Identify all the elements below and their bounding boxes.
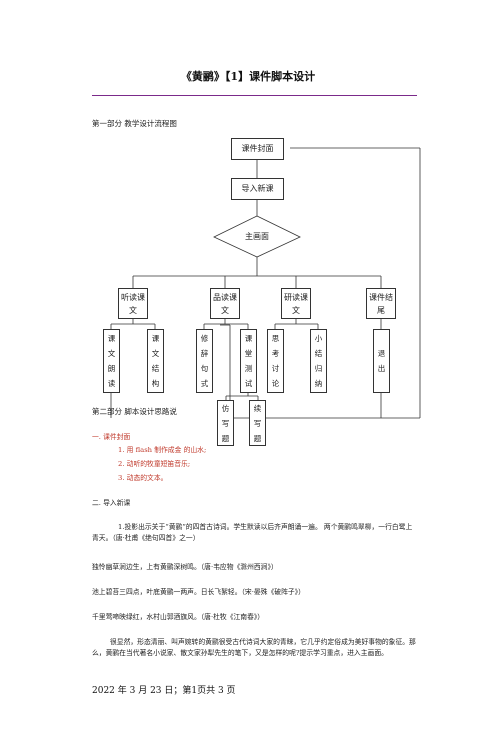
page-footer: 2022 年 3 月 23 日；第1页共 3 页 (92, 686, 236, 696)
sec2-paragraph-3: 池上碧苔三四点，叶底黄鹂一两声。日长飞絮轻。（宋·晏殊《破阵子》） (92, 588, 305, 596)
flow-sub-test: 课堂测试 (240, 329, 257, 393)
flow-branch-listen: 听读课文 (118, 288, 148, 319)
sec2-heading: 二. 导入新课 (92, 499, 131, 507)
flow-intro-box: 导入新课 (231, 178, 284, 200)
part1-heading: 第一部分 教学设计流程图 (92, 119, 177, 128)
flow-branch-study: 研读课文 (281, 288, 311, 319)
flow-sub-rhetoric: 修辞句式 (196, 329, 213, 393)
part2-heading: 第二部分 脚本设计思路说 (92, 407, 177, 416)
flow-sub-reading: 课文朗读 (103, 329, 120, 393)
sec2-paragraph-5: 很显然，形态清丽、叫声婉转的黄鹂很受古代诗词大家的青睐，它几乎约定俗成为美好事物… (92, 638, 416, 657)
flow-main-diamond-label: 主画面 (245, 232, 269, 241)
flow-sub-exit: 退出 (373, 329, 390, 393)
sec1-item-3: 3. 动态的文本。 (118, 474, 168, 482)
flow-branch-ending: 课件结尾 (366, 288, 396, 319)
sec1-item-2: 2. 动听的牧童短笛音乐; (118, 460, 191, 468)
sec1-item-1: 1. 用 flash 制作成金 的山水; (118, 446, 207, 454)
sec2-paragraph-1: 1.投影出示关于“黄鹂”的四首古诗词。学生默读以后齐声朗诵一遍。 两个黄鹂鸣翠柳… (92, 523, 413, 542)
title-rule (92, 95, 417, 96)
flow-sub-summary: 小结归纳 (310, 329, 327, 393)
flow-task-continue: 续写题 (249, 400, 266, 446)
flow-branch-savor: 品读课文 (210, 288, 240, 319)
sec1-heading: 一. 课件封面 (92, 433, 131, 441)
document-title: 《黄鹂》【1】课件脚本设计 (180, 70, 316, 83)
flow-sub-discuss: 思考讨论 (267, 329, 284, 393)
sec2-paragraph-4: 千里莺啼映绿红，水村山郭酒旗风。（唐·杜牧《江南春》） (92, 613, 265, 621)
sec2-paragraph-2: 独怜幽草涧边生，上有黄鹂深树鸣。（唐·韦应物《滁州西涧》） (92, 563, 278, 571)
flow-sub-structure: 课文结构 (147, 329, 164, 393)
flow-cover-box: 课件封面 (231, 138, 284, 160)
flow-task-imitate: 仿写题 (217, 400, 234, 446)
